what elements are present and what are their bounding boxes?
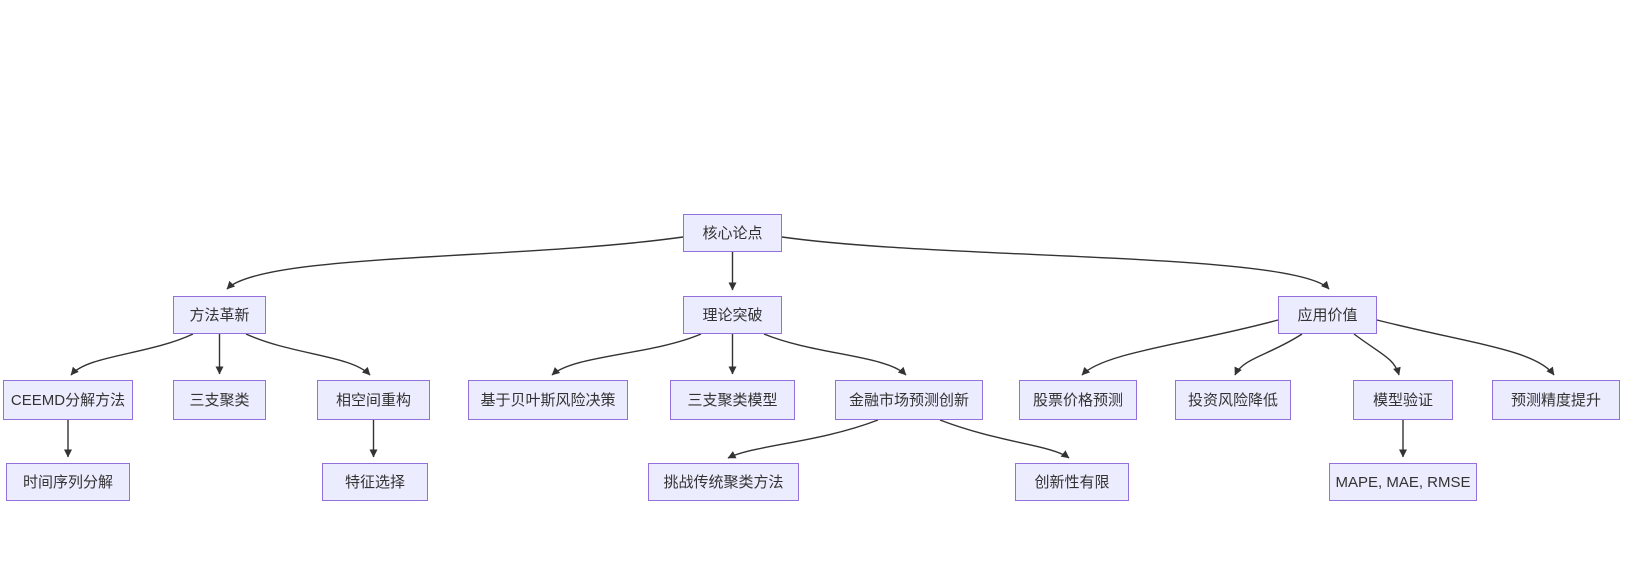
node-three-way-clustering: 三支聚类 xyxy=(173,380,266,420)
node-theoretical-breakthrough: 理论突破 xyxy=(683,296,782,334)
node-stock-price-prediction: 股票价格预测 xyxy=(1019,380,1137,420)
node-method-innovation: 方法革新 xyxy=(173,296,266,334)
node-ceemd-decomposition: CEEMD分解方法 xyxy=(3,380,133,420)
edge-core-thesis-application-value xyxy=(781,236,1330,290)
edge-application-value-stock-price-prediction xyxy=(1081,319,1279,376)
node-mape-mae-rmse: MAPE, MAE, RMSE xyxy=(1329,463,1477,501)
node-phase-space-reconstruction: 相空间重构 xyxy=(317,380,430,420)
edge-method-innovation-phase-space-reconstruction xyxy=(245,333,371,376)
node-limited-novelty: 创新性有限 xyxy=(1015,463,1129,501)
node-bayesian-risk-decision: 基于贝叶斯风险决策 xyxy=(468,380,628,420)
node-feature-selection: 特征选择 xyxy=(322,463,428,501)
node-application-value: 应用价值 xyxy=(1278,296,1377,334)
edge-application-value-forecast-accuracy-improvement xyxy=(1376,319,1555,376)
node-challenge-traditional-clustering: 挑战传统聚类方法 xyxy=(648,463,799,501)
edge-core-thesis-method-innovation xyxy=(226,236,684,290)
edge-method-innovation-ceemd-decomposition xyxy=(70,333,194,376)
edge-financial-market-forecast-innovation-limited-novelty xyxy=(939,419,1070,459)
node-time-series-decomposition: 时间序列分解 xyxy=(6,463,130,501)
edge-financial-market-forecast-innovation-challenge-traditional-clustering xyxy=(727,419,879,459)
node-forecast-accuracy-improvement: 预测精度提升 xyxy=(1492,380,1620,420)
node-core-thesis: 核心论点 xyxy=(683,214,782,252)
edge-theoretical-breakthrough-bayesian-risk-decision xyxy=(551,333,702,376)
node-three-way-clustering-model: 三支聚类模型 xyxy=(670,380,795,420)
node-model-validation: 模型验证 xyxy=(1353,380,1453,420)
edge-application-value-model-validation xyxy=(1353,333,1401,376)
node-investment-risk-reduction: 投资风险降低 xyxy=(1175,380,1291,420)
node-financial-market-forecast-innovation: 金融市场预测创新 xyxy=(835,380,983,420)
edge-theoretical-breakthrough-financial-market-forecast-innovation xyxy=(763,333,907,376)
edge-application-value-investment-risk-reduction xyxy=(1234,333,1303,376)
